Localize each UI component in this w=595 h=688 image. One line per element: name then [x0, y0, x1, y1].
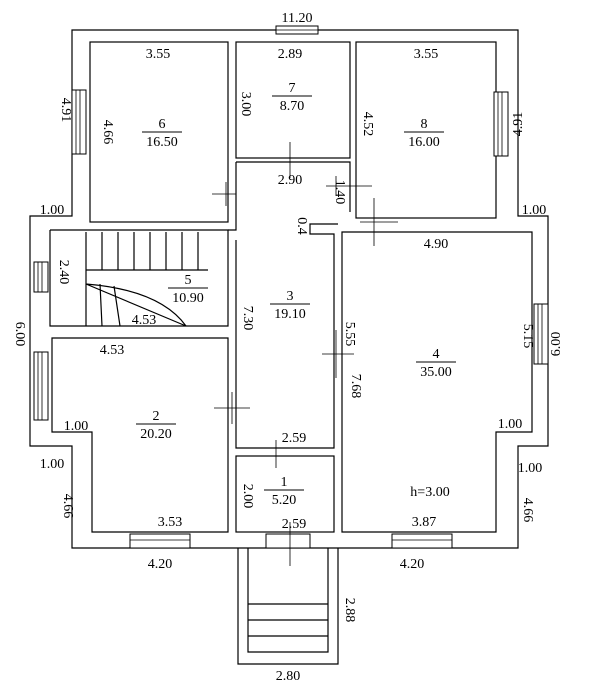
dim-hall-height: 7.30	[240, 306, 255, 331]
dim-porch-width: 2.80	[276, 669, 301, 684]
dim-r8-width: 3.55	[414, 47, 439, 62]
room-4-outline	[341, 231, 533, 533]
room-5-area: 10.90	[172, 291, 204, 306]
room-7-number: 7	[289, 81, 296, 96]
room-1-area: 5.20	[272, 493, 297, 508]
room-4-area: 35.00	[420, 365, 452, 380]
room-1-outline	[235, 455, 335, 533]
dim-r4-corner: 1.00	[498, 417, 523, 432]
room-8-area: 16.00	[408, 135, 440, 150]
dim-r7-height: 3.00	[238, 92, 253, 117]
window-hatching	[37, 29, 543, 541]
dim-r6-height: 4.66	[100, 120, 115, 145]
entrance-door	[265, 533, 311, 549]
dim-jog: 0.4	[294, 217, 309, 235]
porch	[237, 548, 339, 665]
room-5-number: 5	[185, 273, 192, 288]
dim-r4-right: 5.15	[520, 324, 535, 349]
dim-right-mid-step: 1.00	[518, 461, 543, 476]
window-left-lower	[33, 351, 49, 421]
door-markers	[212, 142, 398, 566]
window-bottom-right	[391, 533, 453, 549]
dim-stair-height: 2.40	[56, 260, 71, 285]
room-7-area: 8.70	[280, 99, 305, 114]
dim-wc-opening: 1.40	[332, 180, 347, 205]
window-left-upper	[71, 89, 87, 155]
room-3-area: 19.10	[274, 307, 306, 322]
dim-porch-depth: 2.88	[342, 598, 357, 623]
exterior-wall	[29, 29, 549, 549]
dim-stair-width: 4.53	[132, 313, 157, 328]
porch-steps	[248, 603, 328, 637]
window-right-upper	[493, 91, 509, 157]
room-2-outline	[51, 337, 229, 533]
dim-hall-lower: 7.68	[348, 374, 363, 399]
dim-r2-bottom: 3.53	[158, 515, 183, 530]
stair-room-outline	[49, 229, 229, 327]
room-6-number: 6	[159, 117, 166, 132]
dim-right-step: 1.00	[522, 203, 547, 218]
dim-left-step: 1.00	[40, 203, 65, 218]
dim-right-upper: 4.91	[511, 112, 526, 137]
dim-r8-height: 4.52	[360, 112, 375, 137]
dim-right-height: 6.00	[549, 332, 564, 357]
dim-corridor-width: 2.90	[278, 173, 303, 188]
dim-left-lower: 4.66	[60, 494, 75, 519]
stair-treads	[85, 232, 208, 327]
window-left-stair	[33, 261, 49, 293]
window-bottom-left	[129, 533, 191, 549]
window-right-room4	[533, 303, 549, 365]
dim-right-bottom: 4.20	[400, 557, 425, 572]
dim-right-lower: 4.66	[520, 498, 535, 523]
dim-left-mid-step: 1.00	[40, 457, 65, 472]
dim-left-height: 6.00	[12, 322, 27, 347]
dim-r4-left: 5.55	[342, 322, 357, 347]
dim-r2-corner: 1.00	[64, 419, 89, 434]
dim-lobby-height: 2.00	[240, 484, 255, 509]
room-1-number: 1	[281, 475, 288, 490]
room-2-number: 2	[153, 409, 160, 424]
dim-r2-top: 4.53	[100, 343, 125, 358]
room-6-outline	[89, 41, 229, 223]
dim-left-upper: 4.91	[58, 98, 73, 123]
room-2-area: 20.20	[140, 427, 172, 442]
dim-r7-width: 2.89	[278, 47, 303, 62]
dim-r4-bottom: 3.87	[412, 515, 437, 530]
dim-r4-top: 4.90	[424, 237, 449, 252]
dim-top-width: 11.20	[282, 11, 313, 26]
dim-r6-width: 3.55	[146, 47, 171, 62]
room-4-number: 4	[433, 347, 440, 362]
hall-wall	[235, 223, 338, 449]
room-6-area: 16.50	[146, 135, 178, 150]
dim-lobby-top: 2.59	[282, 431, 307, 446]
corridor-wall	[228, 161, 351, 231]
dim-lobby-bottom: 2.59	[282, 517, 307, 532]
room-3-number: 3	[287, 289, 294, 304]
room-8-number: 8	[421, 117, 428, 132]
height-note: h=3.00	[410, 485, 449, 500]
dim-left-bottom: 4.20	[148, 557, 173, 572]
